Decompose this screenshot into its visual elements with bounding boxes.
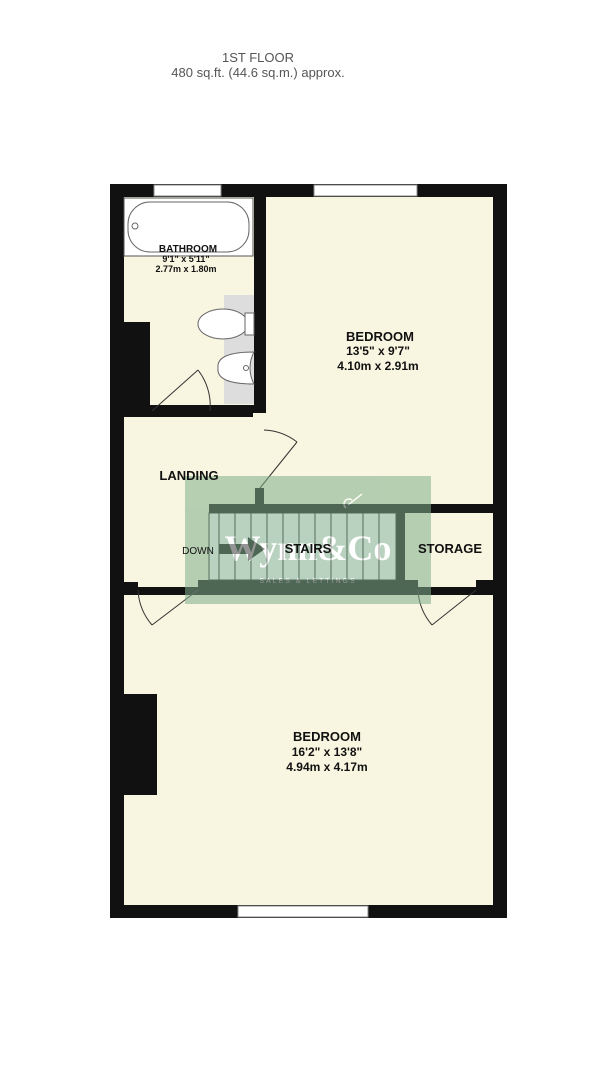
window-bedroom-top	[313, 184, 418, 197]
watermark-tagline: SALES & LETTINGS	[259, 578, 356, 585]
floor-title: 1ST FLOOR	[221, 50, 294, 65]
landing-name: LANDING	[159, 468, 218, 483]
storage-lower-wall-right	[476, 580, 493, 590]
bedroom-top-name: BEDROOM	[346, 329, 414, 344]
watermark-brand: Wynn&Co	[225, 528, 392, 568]
bedroom-bottom-name: BEDROOM	[293, 729, 361, 744]
basin-icon	[217, 351, 255, 385]
bathroom-door-swing	[151, 369, 211, 412]
bathroom-lower-wall	[210, 405, 266, 413]
storage-name: STORAGE	[418, 541, 482, 556]
floor-area: 480 sq.ft. (44.6 sq.m.) approx.	[171, 65, 345, 80]
watermark-box	[185, 476, 431, 604]
basin-tap-icon	[243, 365, 249, 371]
windows	[153, 184, 418, 918]
bathroom-name: BATHROOM	[159, 244, 217, 255]
bedroom-bottom-imperial: 16'2" x 13'8"	[292, 745, 362, 759]
watermark-key-icon	[343, 493, 363, 509]
bathroom-metric: 2.77m x 1.80m	[155, 264, 216, 274]
bathtub-tap-icon	[131, 222, 139, 230]
bathroom-bedroom-wall	[254, 184, 266, 413]
bedroom-top-imperial: 13'5" x 9'7"	[346, 344, 410, 358]
watermark: Wynn&Co SALES & LETTINGS	[185, 476, 431, 604]
toilet-icon	[197, 308, 249, 340]
landing-lower-wall	[124, 582, 138, 591]
room-labels: BATHROOM 9'1" x 5'11" 2.77m x 1.80m BEDR…	[155, 244, 482, 774]
bathroom-imperial: 9'1" x 5'11"	[162, 254, 209, 264]
chimney-breast-top	[124, 322, 150, 410]
floor-header: 1ST FLOOR 480 sq.ft. (44.6 sq.m.) approx…	[0, 50, 516, 80]
bedroom-top-metric: 4.10m x 2.91m	[337, 359, 418, 373]
stairs-name: STAIRS	[285, 541, 332, 556]
window-bedroom-bottom	[237, 905, 369, 918]
chimney-breast-bottom	[124, 694, 157, 795]
window-bathroom	[153, 184, 222, 197]
bathroom-fixtures	[123, 197, 255, 404]
toilet-cistern-icon	[244, 312, 255, 336]
bedroom-bottom-floor	[124, 595, 493, 905]
bathtub-basin	[127, 201, 250, 253]
stairs-direction: DOWN	[182, 546, 214, 557]
bedroom-bottom-metric: 4.94m x 4.17m	[286, 760, 367, 774]
